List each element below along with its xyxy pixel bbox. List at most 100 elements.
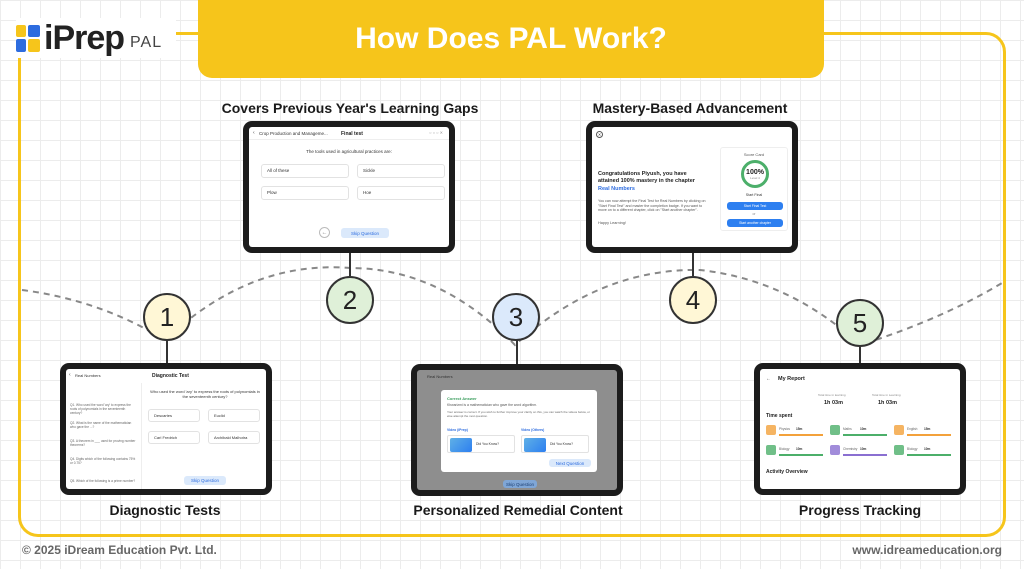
subject-name: Maths bbox=[843, 427, 852, 431]
video-thumbnail-icon bbox=[450, 438, 472, 452]
diagnostic-screen: ‹ Real Numbers Diagnostic Test Q1. Who u… bbox=[66, 369, 266, 489]
option-d[interactable]: Archibald Malhotra bbox=[208, 431, 260, 444]
video-label-iprep: Video (iPrep) bbox=[447, 428, 468, 432]
option-b[interactable]: Sickle bbox=[357, 164, 445, 178]
option-c[interactable]: Carl Fredrich bbox=[148, 431, 200, 444]
screen-title: Diagnostic Test bbox=[152, 373, 189, 379]
step-label-4: Mastery-Based Advancement bbox=[592, 100, 788, 116]
back-icon[interactable]: ‹ bbox=[253, 130, 255, 136]
page-title: How Does PAL Work? bbox=[355, 22, 667, 55]
list-item[interactable]: Q5. Which of the following is a prime nu… bbox=[70, 479, 136, 483]
remedial-screen: Real Numbers Correct Answer Khwarizmi is… bbox=[417, 370, 617, 490]
screen-header: Crop Production and Manageme... bbox=[259, 131, 328, 136]
tablet-remedial: Real Numbers Correct Answer Khwarizmi is… bbox=[411, 364, 623, 496]
subject-icon bbox=[766, 425, 776, 435]
close-icon[interactable]: ✕ bbox=[596, 131, 603, 138]
mastery-screen: ✕ Congratulations Piyush, you have attai… bbox=[592, 127, 792, 247]
or-text: or bbox=[752, 212, 756, 216]
title-banner: How Does PAL Work? bbox=[198, 0, 824, 78]
step-label-5: Progress Tracking bbox=[798, 502, 922, 518]
subject-name: Physics bbox=[779, 427, 790, 431]
logo-text: iPrep bbox=[44, 18, 125, 57]
start-final-button[interactable]: Start Final Test bbox=[727, 202, 783, 210]
back-icon[interactable]: ‹ bbox=[69, 372, 71, 378]
logo-icon bbox=[16, 23, 42, 53]
skip-button[interactable]: Skip Question bbox=[503, 480, 537, 488]
start-another-button[interactable]: Start another chapter bbox=[727, 219, 783, 227]
happy-learning: Happy Learning! bbox=[598, 221, 626, 225]
subject-icon bbox=[894, 425, 904, 435]
prev-arrow-icon[interactable]: ← bbox=[319, 227, 330, 238]
option-a[interactable]: All of these bbox=[261, 164, 349, 178]
connector-5 bbox=[859, 340, 861, 366]
copyright: © 2025 iDream Education Pvt. Ltd. bbox=[22, 543, 217, 557]
video-card-2[interactable]: Did You Know? bbox=[521, 435, 589, 453]
tablet-final-test: ‹ Crop Production and Manageme... Final … bbox=[243, 121, 455, 253]
option-a[interactable]: Descartes bbox=[148, 409, 200, 422]
step-circle-2: 2 bbox=[326, 276, 374, 324]
score-value: 100% bbox=[746, 168, 764, 176]
logo-sub: PAL bbox=[130, 34, 163, 51]
list-item[interactable]: Q3. A theorem in ___ used for proving nu… bbox=[70, 439, 136, 447]
subject-name: English bbox=[907, 427, 918, 431]
option-d[interactable]: Hoe bbox=[357, 186, 445, 200]
tablet-diagnostic: ‹ Real Numbers Diagnostic Test Q1. Who u… bbox=[60, 363, 272, 495]
step-circle-1: 1 bbox=[143, 293, 191, 341]
subject-time: 10m bbox=[924, 447, 931, 451]
question-list: Q1. Who used the word 'ary' to express t… bbox=[66, 383, 142, 489]
subject-time: 10m bbox=[860, 447, 867, 451]
remedial-dialog: Correct Answer Khwarizmi is a mathematic… bbox=[441, 390, 597, 472]
screen-title: Final test bbox=[341, 131, 363, 137]
connector-1 bbox=[166, 338, 168, 364]
subject-name: Biology bbox=[907, 447, 918, 451]
chapter-name: Real Numbers bbox=[598, 186, 635, 192]
website-link[interactable]: www.idreameducation.org bbox=[852, 543, 1002, 557]
score-title: Score Card bbox=[743, 152, 765, 157]
step-label-2: Covers Previous Year's Learning Gaps bbox=[221, 100, 479, 116]
subject-tile[interactable]: Maths 10m bbox=[830, 425, 888, 441]
next-question-button[interactable]: Next Question bbox=[549, 459, 591, 467]
score-level: Level 4 bbox=[750, 175, 760, 180]
activity-heading: Activity Overview bbox=[766, 469, 808, 475]
option-c[interactable]: Plow bbox=[261, 186, 349, 200]
option-b[interactable]: Euclid bbox=[208, 409, 260, 422]
subject-progress-bar bbox=[779, 434, 823, 436]
subject-progress-bar bbox=[843, 434, 887, 436]
correct-heading: Correct Answer bbox=[447, 396, 477, 401]
step-circle-4: 4 bbox=[669, 276, 717, 324]
time-spent-heading: Time spent bbox=[766, 413, 793, 419]
list-item[interactable]: Q2. What is the name of the mathematicia… bbox=[70, 421, 132, 429]
subject-name: Chemistry bbox=[843, 447, 858, 451]
skip-button[interactable]: Skip Question bbox=[341, 228, 389, 238]
list-item[interactable]: Q4. Digits which of the following contai… bbox=[70, 457, 136, 465]
stat-value-1: 1h 03m bbox=[824, 400, 843, 406]
congrats-text: Congratulations Piyush, you have attaine… bbox=[598, 171, 695, 184]
subject-icon bbox=[830, 425, 840, 435]
step-circle-5: 5 bbox=[836, 299, 884, 347]
answer-line: Khwarizmi is a mathematician who gave th… bbox=[447, 403, 538, 407]
subject-progress-bar bbox=[907, 434, 951, 436]
toolbar-icons: ○ ○ ○ ✕ bbox=[429, 130, 443, 135]
subject-icon bbox=[830, 445, 840, 455]
connector-3 bbox=[516, 340, 518, 366]
subject-time: 10m bbox=[860, 427, 867, 431]
subject-tile[interactable]: Biology 10m bbox=[894, 445, 952, 461]
skip-button[interactable]: Skip Question bbox=[184, 476, 226, 485]
question-text: The tools used in agricultural practices… bbox=[306, 149, 392, 154]
subject-progress-bar bbox=[907, 454, 951, 456]
step-label-1: Diagnostic Tests bbox=[109, 502, 221, 518]
tablet-mastery: ✕ Congratulations Piyush, you have attai… bbox=[586, 121, 798, 253]
subject-time: 10m bbox=[796, 447, 803, 451]
video-card-title: Did You Know? bbox=[476, 442, 499, 446]
back-icon[interactable]: ← bbox=[766, 376, 771, 382]
score-ring: 100% Level 4 bbox=[741, 160, 769, 188]
report-title: My Report bbox=[778, 376, 805, 382]
video-card-1[interactable]: Did You Know? bbox=[447, 435, 515, 453]
start-final-label: Start Final bbox=[745, 193, 763, 197]
screen-header: Real Numbers bbox=[427, 374, 453, 379]
list-item[interactable]: Q1. Who used the word 'ary' to express t… bbox=[70, 403, 131, 415]
